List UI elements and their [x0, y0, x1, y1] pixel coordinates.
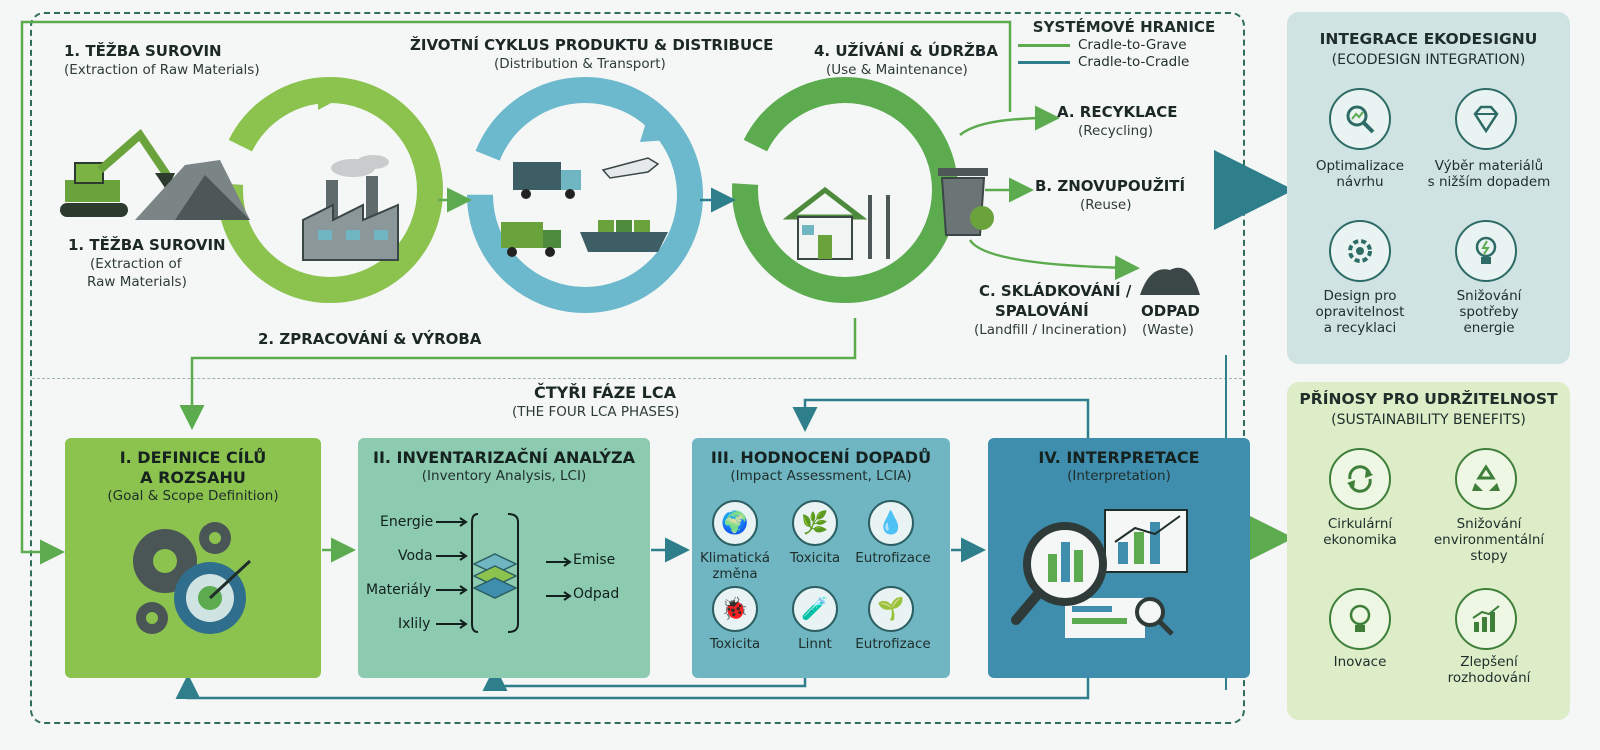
phase4-subtitle: (Interpretation) [1067, 468, 1171, 484]
inventory-process-diagram [436, 513, 572, 633]
benefits-subtitle: (SUSTAINABILITY BENEFITS) [1331, 412, 1526, 428]
inventory-output-emissions: Emise [573, 552, 616, 568]
phase2-subtitle: (Inventory Analysis, LCI) [421, 468, 587, 484]
trash-bin-icon [938, 168, 994, 236]
impact-eutrophication-2-label: Eutrofizace [855, 636, 931, 652]
factory-icon [302, 155, 399, 261]
transport-icon [501, 157, 668, 257]
phase1-title-2: A ROZSAHU [140, 468, 246, 487]
inventory-input-materials: Materiály [366, 582, 432, 598]
ecodesign-panel: INTEGRACE EKODESIGNU (ECODESIGN INTEGRAT… [1287, 12, 1570, 364]
water-drop-icon: 💧 [868, 500, 914, 546]
cycle-ring-distribution [467, 77, 703, 313]
magnifier-chart-icon [1011, 509, 1188, 638]
impact-toxicity-2-label: Toxicita [709, 636, 761, 652]
leaf-icon: 🌿 [792, 500, 838, 546]
ring-arrow-3 [738, 188, 760, 210]
phase3-title: III. HODNOCENÍ DOPADŮ [710, 448, 932, 467]
circular-arrows-icon [1329, 448, 1391, 510]
plant-icon: 🌱 [868, 586, 914, 632]
phase-goal-scope: I. DEFINICE CÍLŮ A ROZSAHU (Goal & Scope… [65, 438, 321, 678]
waste-pile-icon [1140, 267, 1200, 295]
flask-icon: 🧪 [792, 586, 838, 632]
stage2-title: 2. ZPRACOVÁNÍ & VÝROBA [258, 330, 482, 348]
ring-arrow-1 [318, 78, 348, 110]
stage4-title: 4. UŽÍVÁNÍ & ÚDRŽBA [814, 42, 998, 60]
stage1b-subtitle-2: Raw Materials) [87, 274, 187, 290]
ecodesign-subtitle: (ECODESIGN INTEGRATION) [1331, 52, 1526, 68]
stage3-title: ŽIVOTNÍ CYKLUS PRODUKTU & DISTRIBUCE [410, 36, 774, 54]
section-divider [32, 378, 1242, 379]
inventory-input-energy: Energie [380, 514, 434, 530]
inventory-input-water: Voda [398, 548, 433, 564]
lightbulb-icon [1455, 220, 1517, 282]
phase-impact-assessment: III. HODNOCENÍ DOPADŮ (Impact Assessment… [692, 438, 950, 678]
ecodesign-title: INTEGRACE EKODESIGNU [1319, 30, 1538, 48]
lca-subtitle: (THE FOUR LCA PHASES) [512, 404, 680, 420]
stage3-subtitle: (Distribution & Transport) [494, 56, 666, 72]
legend-line-grave [1018, 43, 1070, 47]
system-boundary-legend: SYSTÉMOVÉ HRANICE Cradle-to-Grave Cradle… [1018, 18, 1230, 70]
phase1-title-1: I. DEFINICE CÍLŮ [119, 448, 267, 467]
magnifier-icon [1329, 88, 1391, 150]
landfill-title-1: C. SKLÁDKOVÁNÍ / [979, 282, 1132, 300]
diamond-icon [1455, 88, 1517, 150]
phase-inventory-analysis: II. INVENTARIZAČNÍ ANALÝZA (Inventory An… [358, 438, 650, 678]
phase3-subtitle: (Impact Assessment, LCIA) [730, 468, 912, 484]
landfill-subtitle: (Landfill / Incineration) [974, 322, 1127, 338]
ring-arrow-2 [640, 116, 668, 142]
lca-title: ČTYŘI FÁZE LCA [534, 383, 676, 402]
phase2-title: II. INVENTARIZAČNÍ ANALÝZA [373, 448, 635, 467]
house-tools-icon [782, 186, 890, 260]
legend-item-grave: Cradle-to-Grave [1018, 37, 1230, 53]
legend-item-cradle: Cradle-to-Cradle [1018, 54, 1230, 70]
globe-icon: 🌍 [712, 500, 758, 546]
landfill-title-2: SPALOVÁNÍ [995, 302, 1089, 320]
excavator-icon [60, 129, 250, 220]
impact-other-label: Linnt [798, 636, 832, 652]
stage1b-title: 1. TĚŽBA SUROVIN [68, 236, 226, 254]
recycling-subtitle: (Recycling) [1078, 123, 1154, 139]
reuse-subtitle: (Reuse) [1080, 197, 1132, 213]
impact-toxicity-label: Toxicita [789, 550, 841, 566]
system-boundary-frame [30, 12, 1245, 724]
benefits-title: PŘÍNOSY PRO UDRŽITELNOST [1299, 390, 1558, 408]
phase4-title: IV. INTERPRETACE [1038, 448, 1200, 467]
cradle-to-grave-loop [20, 20, 1012, 565]
growth-chart-icon [1455, 588, 1517, 650]
sustainability-benefits-panel: PŘÍNOSY PRO UDRŽITELNOST (SUSTAINABILITY… [1287, 382, 1570, 720]
phase1-subtitle: (Goal & Scope Definition) [107, 488, 279, 504]
impact-eutrophication-label: Eutrofizace [855, 550, 931, 566]
legend-line-cradle [1018, 60, 1070, 64]
reuse-title: B. ZNOVUPOUŽITÍ [1035, 177, 1186, 195]
impact-climate-label: Klimatická změna [699, 550, 771, 583]
inventory-input-other: Ixlily [398, 616, 431, 632]
gears-target-icon [133, 522, 252, 634]
waste-title: ODPAD [1141, 302, 1200, 320]
legend-title: SYSTÉMOVÉ HRANICE [1032, 18, 1216, 36]
stage1-title: 1. TĚŽBA SUROVIN [64, 42, 222, 60]
idea-bulb-icon [1329, 588, 1391, 650]
inventory-output-waste: Odpad [573, 586, 620, 602]
phase-interpretation: IV. INTERPRETACE (Interpretation) [988, 438, 1250, 678]
recycling-title: A. RECYKLACE [1057, 103, 1178, 121]
bug-icon: 🐞 [712, 586, 758, 632]
stage1b-subtitle-1: (Extraction of [90, 256, 182, 272]
stage4-subtitle: (Use & Maintenance) [826, 62, 968, 78]
waste-subtitle: (Waste) [1142, 322, 1194, 338]
gear-wrench-icon [1329, 220, 1391, 282]
recycle-icon [1455, 448, 1517, 510]
stage1-subtitle: (Extraction of Raw Materials) [64, 62, 260, 78]
benefit-item-3: Inovace [1333, 654, 1387, 670]
